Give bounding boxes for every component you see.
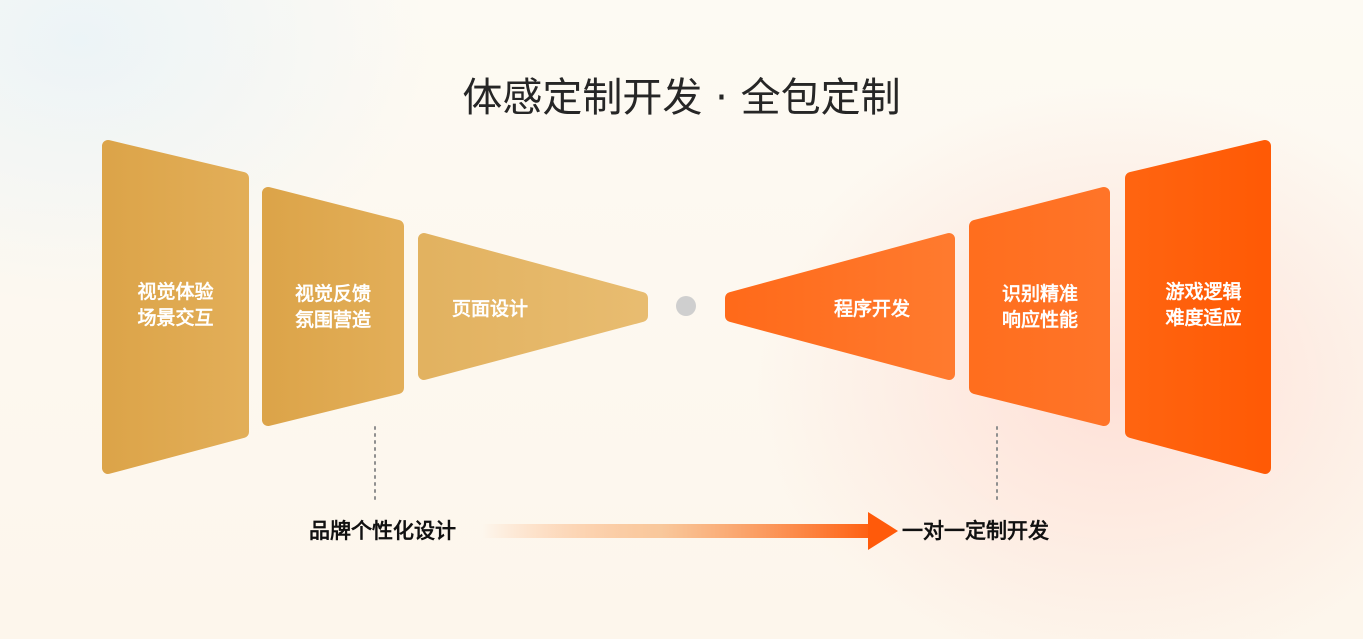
left-block-2-line2: 氛围营造 [294, 309, 371, 331]
right-block-3: 游戏逻辑 难度适应 [1136, 178, 1271, 432]
right-block-3-shape [1125, 140, 1271, 474]
right-block-2-line2: 响应性能 [1001, 309, 1078, 331]
right-block-1-shape [725, 233, 955, 380]
bottom-right-label: 一对一定制开发 [902, 519, 1049, 543]
right-block-1-line1: 程序开发 [833, 298, 910, 320]
left-block-1-line1: 视觉体验 [137, 281, 214, 303]
left-block-2: 视觉反馈 氛围营造 [268, 226, 398, 388]
right-block-1: 程序开发 [806, 283, 938, 335]
left-block-1-shape [102, 140, 249, 474]
right-block-2-line1: 识别精准 [1001, 283, 1078, 305]
right-block-3-line1: 游戏逻辑 [1165, 281, 1242, 303]
right-block-2: 识别精准 响应性能 [975, 226, 1105, 388]
gradient-arrow-head [868, 512, 898, 550]
page-title: 体感定制开发 · 全包定制 [462, 75, 901, 121]
left-block-2-shape [262, 187, 404, 426]
center-dot [676, 296, 696, 316]
left-block-1: 视觉体验 场景交互 [108, 178, 243, 432]
gradient-arrow-shaft [482, 524, 880, 538]
left-block-2-line1: 视觉反馈 [294, 283, 371, 305]
right-block-2-shape [969, 187, 1110, 426]
left-block-3: 页面设计 [424, 283, 556, 335]
bottom-left-label: 品牌个性化设计 [309, 519, 456, 543]
left-block-3-line1: 页面设计 [451, 298, 528, 320]
right-block-3-line2: 难度适应 [1165, 307, 1242, 329]
left-block-3-shape [418, 233, 648, 380]
left-block-1-line2: 场景交互 [137, 307, 214, 329]
